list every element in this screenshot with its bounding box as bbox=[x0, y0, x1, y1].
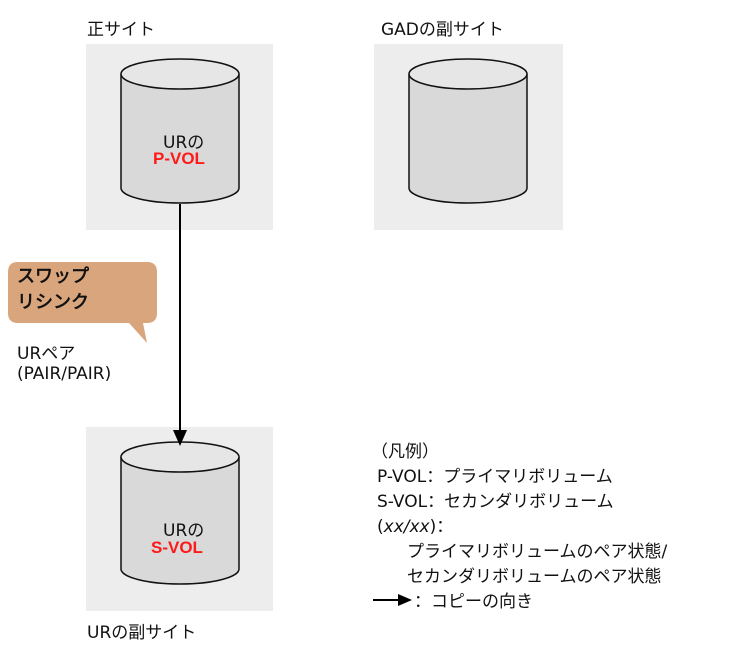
ur-pair-label: URペア bbox=[17, 344, 76, 364]
ur-secondary-site-title: URの副サイト bbox=[87, 623, 197, 643]
ur-pair-status: (PAIR/PAIR) bbox=[17, 364, 112, 384]
legend-pvol-definition: P-VOL：プライマリボリューム bbox=[377, 467, 613, 487]
legend-heading: （凡例） bbox=[371, 442, 439, 462]
legend-status-line-3: セカンダリボリュームのペア状態 bbox=[407, 567, 662, 587]
legend-status-line-2: プライマリボリュームのペア状態/ bbox=[407, 542, 668, 562]
pvol-cylinder bbox=[120, 58, 240, 204]
svol-name: S-VOL bbox=[151, 538, 203, 557]
legend-status-format: (xx/xx)： bbox=[377, 515, 637, 540]
legend: （凡例） P-VOL：プライマリボリューム S-VOL：セカンダリボリューム (… bbox=[371, 440, 667, 615]
legend-status-prefix: ( bbox=[377, 517, 384, 537]
legend-svol-definition: S-VOL：セカンダリボリューム bbox=[377, 492, 614, 512]
gad-secondary-site-title: GADの副サイト bbox=[381, 20, 504, 40]
swap-resync-bubble bbox=[8, 262, 157, 343]
pvol-name: P-VOL bbox=[153, 149, 205, 168]
svol-cylinder bbox=[120, 441, 240, 585]
bubble-line-2: リシンク bbox=[17, 292, 89, 313]
legend-status-suffix: )： bbox=[429, 517, 454, 537]
gad-volume-cylinder bbox=[408, 58, 528, 204]
pvol-prefix: URの bbox=[163, 133, 205, 153]
primary-site-title: 正サイト bbox=[87, 20, 155, 40]
copy-direction-arrow bbox=[173, 204, 187, 446]
legend-arrow-definition: ：コピーの向き bbox=[414, 592, 533, 612]
bubble-line-1: スワップ bbox=[17, 266, 89, 287]
legend-status-italic: xx/xx bbox=[383, 517, 430, 537]
svol-prefix: URの bbox=[163, 521, 205, 541]
legend-arrow-icon bbox=[373, 594, 412, 606]
